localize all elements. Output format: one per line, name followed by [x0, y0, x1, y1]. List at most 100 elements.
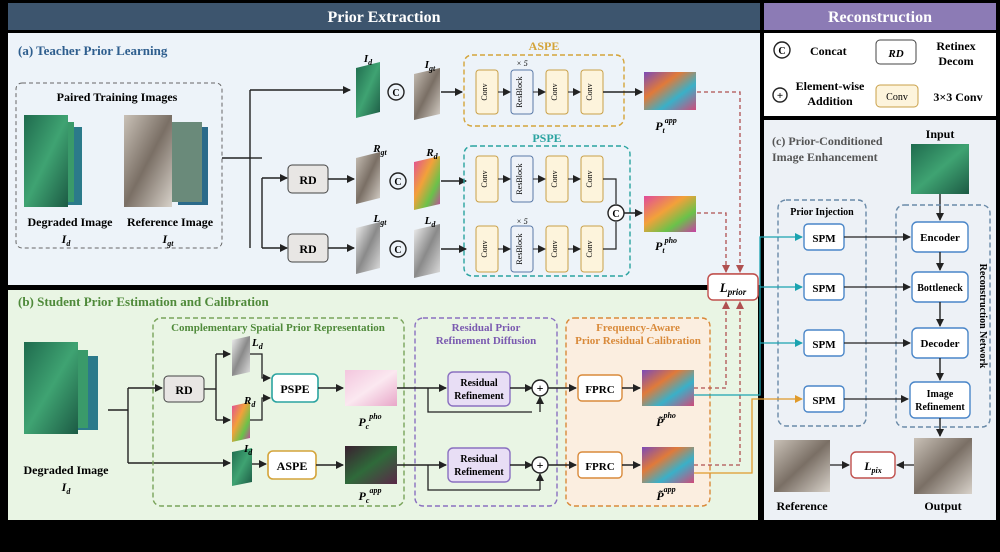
b-pspe-label: PSPE: [280, 382, 309, 396]
fapr-title-1: Frequency-Aware: [596, 322, 680, 334]
legend-concat-label: Concat: [810, 44, 847, 58]
legend-conv-symbol: Conv: [886, 92, 908, 103]
rprd-title-2: Refinement Diffusion: [436, 335, 537, 347]
aspe-layers: Conv ResBlock × 5 Conv Conv: [475, 59, 604, 115]
image-refinement-label-1: Image: [927, 389, 954, 400]
b-r-d-label: Rd: [243, 395, 256, 409]
concat-icon-1: [387, 83, 405, 101]
reference-image-symbol: Igt: [162, 232, 175, 248]
rprd-box: [414, 317, 558, 507]
p-t-app-label: Ptapp: [655, 116, 677, 135]
paired-images-title: Paired Training Images: [57, 90, 178, 104]
p-t-app-thumb: [644, 72, 696, 110]
recon-network-title: Reconstruction Network: [977, 264, 988, 369]
spm-3-label: SPM: [812, 339, 836, 351]
r-gt-thumb: [356, 152, 380, 204]
i-d-label: Id: [363, 53, 373, 67]
spm-4-label: SPM: [812, 395, 836, 407]
b-degraded-image-stack: [24, 342, 98, 434]
svg-text:C: C: [612, 209, 619, 220]
spm-1-label: SPM: [812, 233, 836, 245]
b-i-d-thumb: [232, 448, 252, 486]
prior-injection-box: [777, 199, 867, 427]
pspe-box: [463, 145, 631, 277]
l-pix-box: [850, 451, 896, 479]
concat-icon-2: [389, 172, 407, 190]
svg-text:ResBlock: ResBlock: [515, 163, 524, 194]
p-t-pho-label: Ptpho: [655, 236, 677, 255]
p-c-pho-thumb: [345, 370, 397, 406]
concat-icon-3: [389, 240, 407, 258]
svg-text:Conv: Conv: [550, 240, 559, 257]
i-gt-label: Igt: [424, 59, 436, 73]
legend-rd-icon: [875, 39, 917, 65]
residual-refinement-1: [447, 371, 511, 407]
panel-a: [8, 33, 760, 285]
aspe-title: ASPE: [529, 39, 560, 53]
p-tilde-pho-label: P̃pho: [656, 411, 676, 429]
panel-c-title-1: (c) Prior-Conditioned: [772, 134, 883, 148]
panel-a-title: (a) Teacher Prior Learning: [18, 43, 168, 58]
r-d-label: Rd: [425, 147, 438, 161]
svg-text:Conv: Conv: [480, 83, 489, 100]
legend-rd-label-2: Decom: [938, 54, 973, 68]
r-d-thumb: [414, 156, 440, 210]
rd-box-1-label: RD: [299, 173, 317, 187]
reference-label: Reference: [776, 499, 828, 513]
p-tilde-app-thumb: [642, 447, 694, 483]
output-label: Output: [924, 499, 961, 513]
decoder-label: Decoder: [920, 338, 959, 350]
residual-refinement-2-line2: Refinement: [454, 467, 504, 478]
l-prior-box-front: [707, 273, 759, 301]
r-gt-label: Rgt: [372, 143, 387, 157]
prior-extraction-title: Prior Extraction: [327, 9, 440, 26]
svg-text:Conv: Conv: [480, 240, 489, 257]
b-r-d-thumb: [232, 402, 250, 442]
degraded-image-symbol: Id: [61, 232, 72, 248]
svg-text:Conv: Conv: [585, 83, 594, 100]
reference-image-stack: [124, 115, 208, 207]
p-c-pho-label: Pcpho: [358, 412, 381, 431]
l-prior-label-front: Lprior: [719, 280, 747, 297]
output-thumb: [914, 438, 972, 494]
legend-add-label-1: Element-wise: [796, 79, 865, 93]
svg-text:Conv: Conv: [550, 83, 559, 100]
cspr-title: Complementary Spatial Prior Representati…: [171, 322, 385, 334]
legend-add-label-2: Addition: [807, 94, 853, 108]
i-gt-thumb: [414, 68, 440, 120]
svg-text:Conv: Conv: [585, 170, 594, 187]
legend-rd-symbol: RD: [887, 48, 903, 60]
reconstruction-header: [764, 3, 996, 30]
l-gt-label: Lgt: [373, 213, 388, 227]
b-degraded-symbol: Id: [61, 480, 72, 496]
svg-text:+: +: [777, 90, 783, 102]
recon-network-box: [895, 204, 991, 428]
svg-text:Conv: Conv: [550, 170, 559, 187]
b-degraded-label: Degraded Image: [24, 463, 110, 477]
degraded-image-stack: [24, 115, 82, 207]
p-tilde-pho-thumb: [642, 370, 694, 406]
svg-text:ResBlock: ResBlock: [515, 233, 524, 264]
aspe-box: [463, 54, 625, 127]
panel-c-title-2: Image Enhancement: [772, 150, 878, 164]
svg-text:Conv: Conv: [480, 170, 489, 187]
b-l-d-thumb: [232, 336, 250, 376]
l-d-label: Ld: [424, 215, 437, 229]
fprc-box-1-label: FPRC: [585, 384, 614, 396]
p-c-app-thumb: [345, 446, 397, 484]
bottleneck-label: Bottleneck: [917, 283, 963, 294]
pspe-layers-bottom: × 5 Conv ResBlock Conv Conv: [475, 217, 604, 273]
residual-refinement-1-line2: Refinement: [454, 391, 504, 402]
pspe-title: PSPE: [532, 131, 561, 145]
b-i-d-label: Id: [243, 443, 253, 457]
b-aspe-label: ASPE: [277, 459, 308, 473]
prior-extraction-header: [8, 3, 760, 30]
svg-text:× 5: × 5: [516, 217, 527, 226]
svg-text:+: +: [537, 381, 544, 395]
fprc-box-2-label: FPRC: [585, 461, 614, 473]
prior-injection-title: Prior Injection: [790, 207, 854, 218]
residual-refinement-2-line1: Residual: [460, 454, 497, 465]
l-d-thumb: [414, 224, 440, 278]
